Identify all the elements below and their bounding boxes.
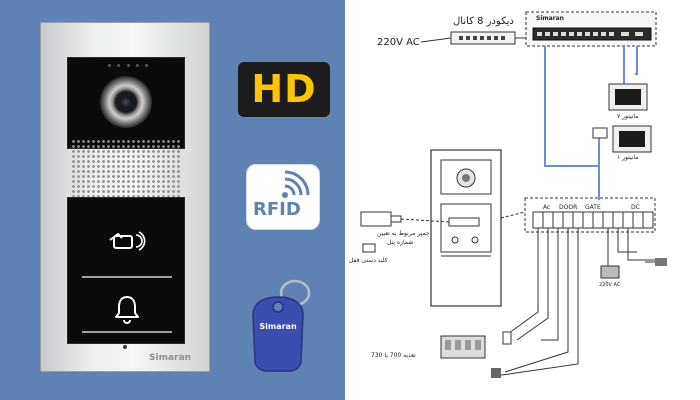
lock-key-label: کلید دستی قفل <box>349 257 388 264</box>
jumper-label-2: شماره پنل <box>387 239 414 246</box>
wiring-lines <box>360 11 667 378</box>
button-divider <box>82 331 172 333</box>
hd-badge-text: HD <box>251 67 317 111</box>
button-divider <box>82 276 172 278</box>
terminal-label-door: DOOR <box>559 204 578 211</box>
product-panel: Simaran HD RFID Simaran <box>0 0 345 400</box>
brand-label: Simaran <box>149 353 191 363</box>
rfid-badge: RFID <box>246 164 320 230</box>
power-label: 220V AC <box>377 37 420 48</box>
terminal-label-ac: Ac <box>543 204 551 211</box>
camera-lens-icon <box>100 76 152 128</box>
switch-brand-label: Simaran <box>536 15 564 22</box>
speaker-grille <box>71 139 181 199</box>
terminal-label-dc: DC <box>631 204 640 211</box>
key-fob-icon <box>252 279 311 372</box>
fob-brand-label: Simaran <box>259 322 297 331</box>
microphone-dot <box>123 345 127 349</box>
hd-badge: HD <box>238 62 330 117</box>
decoder-label: دیکودر 8 کانال <box>453 16 514 27</box>
power-supply-label: تغذیه 700 یا 730 <box>371 352 416 359</box>
button-module <box>67 197 185 344</box>
door-station: Simaran <box>40 22 210 372</box>
wiring-diagram: دیکودر 8 کانال 220V AC Simaran مانیتور ۷… <box>345 0 700 400</box>
wireless-icon <box>282 170 310 198</box>
rfid-key-fob: Simaran <box>243 275 313 375</box>
bell-icon <box>108 294 146 324</box>
camera-module <box>67 57 185 149</box>
jumper-label-1: جمپر مربوط به تعیین <box>377 230 430 237</box>
small-ac-label: 220V AC <box>599 282 621 288</box>
card-reader-icon <box>108 226 146 256</box>
rfid-badge-text: RFID <box>253 199 301 220</box>
terminal-label-gate: GATE <box>585 204 601 211</box>
ir-leds <box>108 64 148 68</box>
monitor-1-label: مانیتور ۱ <box>617 154 639 161</box>
monitor-7-label: مانیتور ۷ <box>617 113 639 120</box>
